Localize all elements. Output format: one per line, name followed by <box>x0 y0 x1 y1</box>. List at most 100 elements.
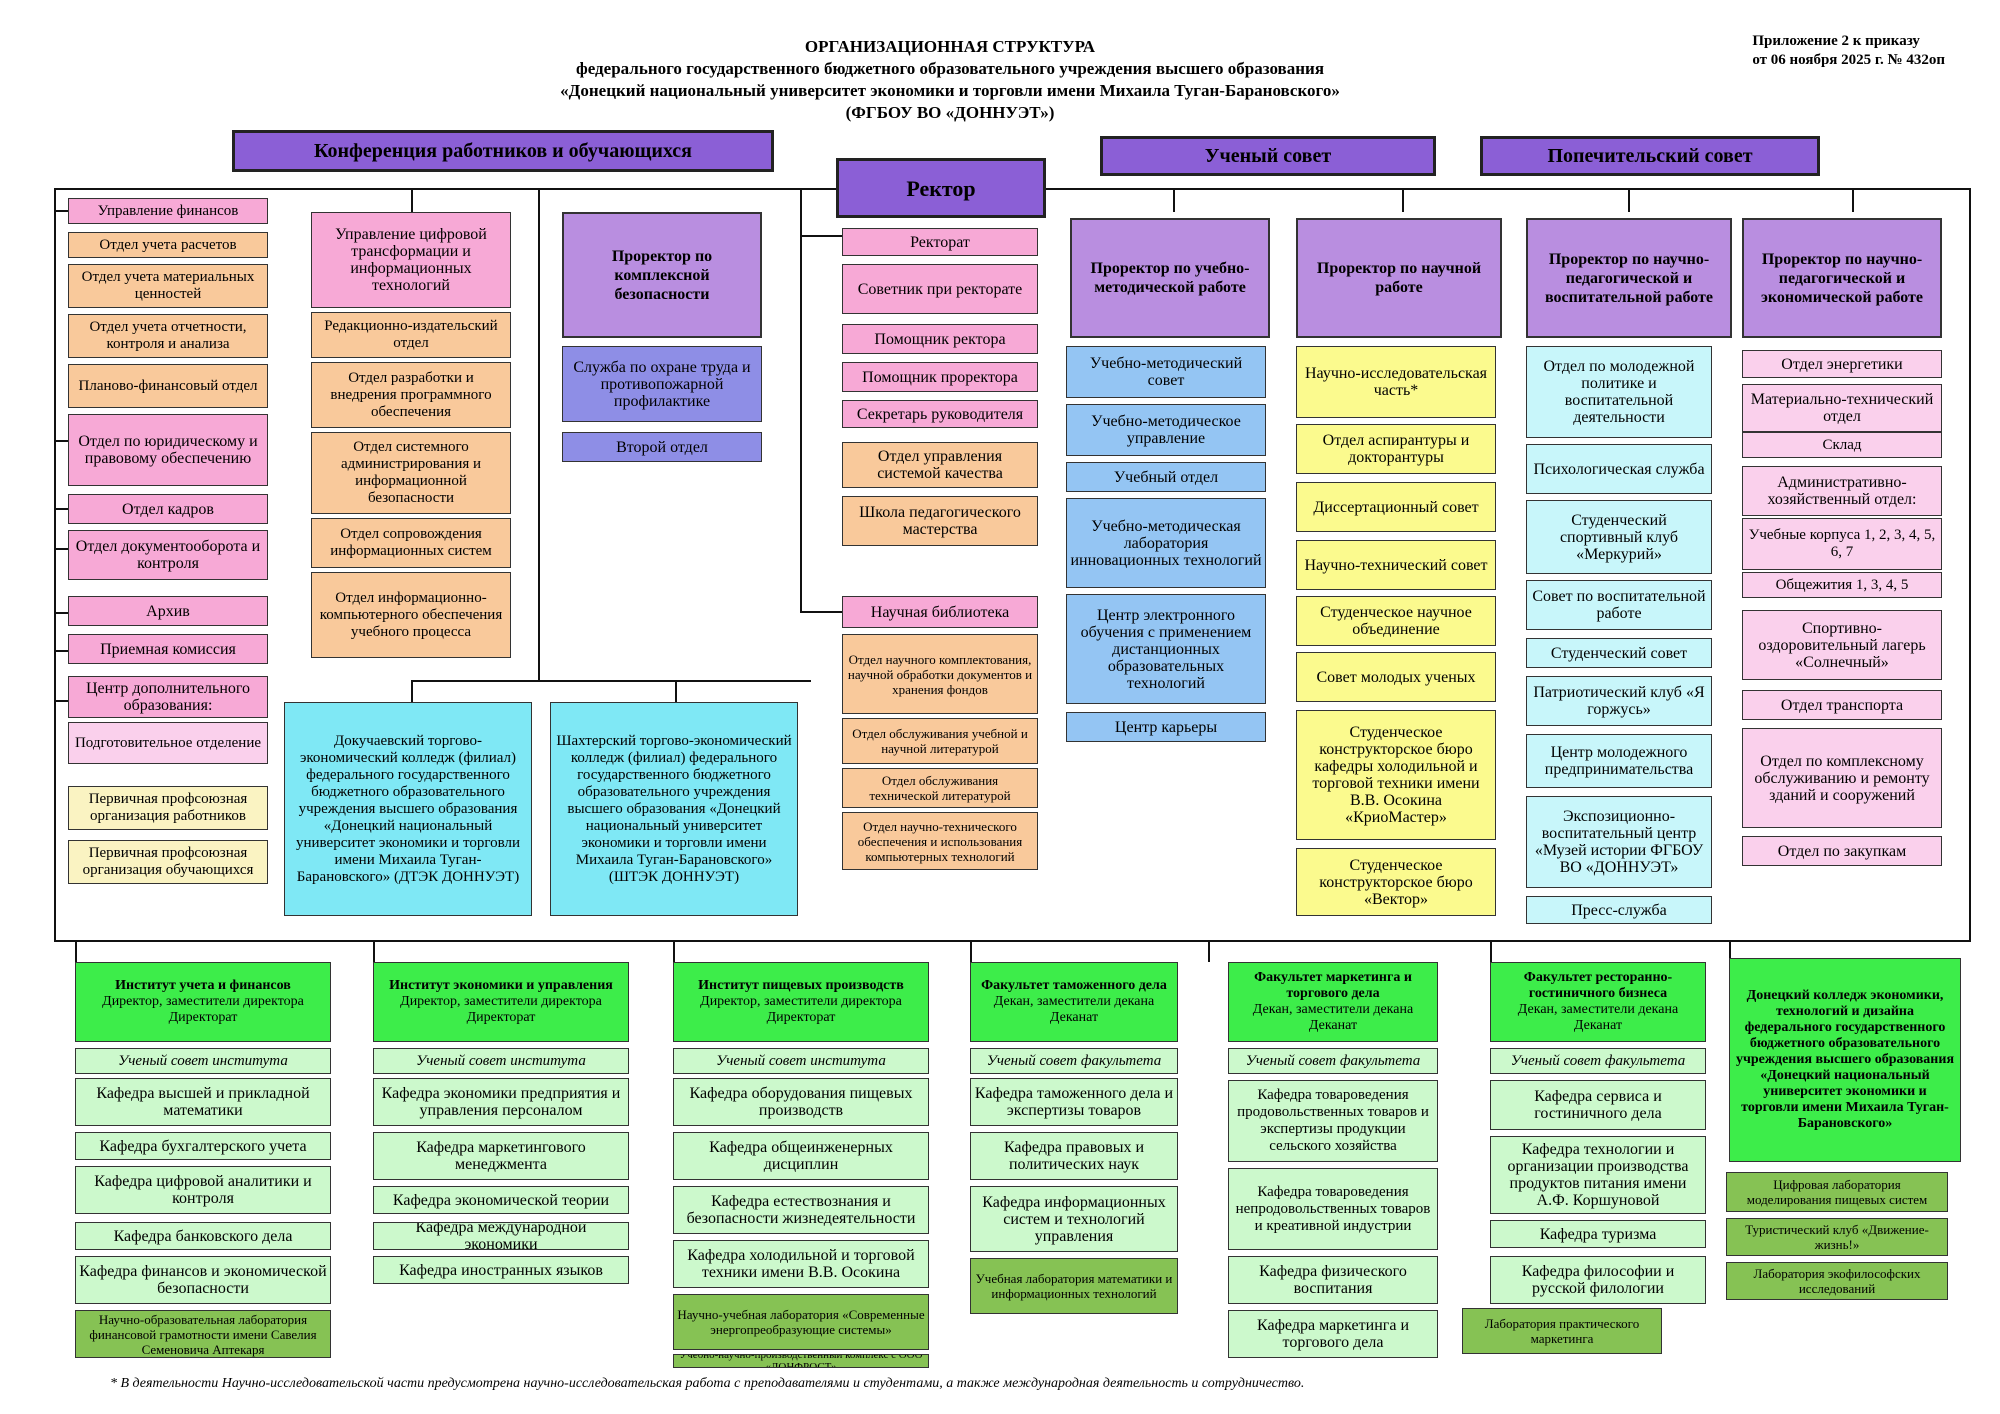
inst4-item: Кафедра таможенного дела и экспертизы то… <box>970 1078 1178 1126</box>
chart-title: ОРГАНИЗАЦИОННАЯ СТРУКТУРА <box>804 37 1096 56</box>
col7-item: Экспозиционно-воспитательный центр «Музе… <box>1526 796 1712 888</box>
inst4-item: Ученый совет факультета <box>970 1048 1178 1074</box>
col1-item: Управление финансов <box>68 198 268 224</box>
col7-item: Проректор по научно-педагогической и вос… <box>1526 218 1732 338</box>
col4-item: Ректорат <box>842 228 1038 256</box>
rector-box: Ректор <box>836 158 1046 218</box>
col6-item: Студенческое научное объединение <box>1296 596 1496 646</box>
inst3-item: Кафедра общеинженерных дисциплин <box>673 1132 929 1180</box>
inst5-item: Кафедра товароведения непродовольственны… <box>1228 1168 1438 1250</box>
inst3-lab: Учебно-научно-производственный комплекс … <box>673 1354 929 1368</box>
col1-item: Отдел по юридическому и правовому обеспе… <box>68 414 268 486</box>
inst1-item: Кафедра бухгалтерского учета <box>75 1132 331 1160</box>
col6-item: Научно-исследовательская часть* <box>1296 346 1496 418</box>
inst2-item: Кафедра экономической теории <box>373 1186 629 1214</box>
col6-item: Диссертационный совет <box>1296 482 1496 532</box>
inst5-lab: Лаборатория практического маркетинга <box>1462 1308 1662 1354</box>
col8-item: Отдел по комплексному обслуживанию и рем… <box>1742 728 1942 828</box>
col1-item: Отдел кадров <box>68 494 268 524</box>
inst5-item: Кафедра физического воспитания <box>1228 1256 1438 1304</box>
inst5-item: Кафедра маркетинга и торгового дела <box>1228 1310 1438 1358</box>
col1-item: Планово-финансовый отдел <box>68 364 268 408</box>
inst6-item: Кафедра туризма <box>1490 1220 1706 1248</box>
col8-item: Спортивно-оздоровительный лагерь «Солнеч… <box>1742 610 1942 680</box>
col8-item: Административно-хозяйственный отдел: <box>1742 466 1942 516</box>
col7-item: Центр молодежного предпринимательства <box>1526 734 1712 788</box>
conference-box: Конференция работников и обучающихся <box>232 130 774 172</box>
inst5-item: Ученый совет факультета <box>1228 1048 1438 1074</box>
col3-item: Проректор по комплексной безопасности <box>562 212 762 338</box>
col6-item: Научно-технический совет <box>1296 540 1496 590</box>
inst1-item: Кафедра высшей и прикладной математики <box>75 1078 331 1126</box>
col1-item: Отдел учета отчетности, контроля и анали… <box>68 314 268 358</box>
order-reference: Приложение 2 к приказу от 06 ноября 2025… <box>1752 32 1945 70</box>
col8-item: Учебные корпуса 1, 2, 3, 4, 5, 6, 7 <box>1742 518 1942 570</box>
col6-item: Студенческое конструкторское бюро «Векто… <box>1296 848 1496 916</box>
inst2-item: Ученый совет института <box>373 1048 629 1074</box>
col2-item: Отдел системного администрирования и инф… <box>311 432 511 514</box>
inst2-item: Кафедра экономики предприятия и управлен… <box>373 1078 629 1126</box>
inst1-item: Кафедра цифровой аналитики и контроля <box>75 1166 331 1214</box>
col2-item: Редакционно-издательский отдел <box>311 312 511 358</box>
inst3-item: Кафедра холодильной и торговой техники и… <box>673 1240 929 1288</box>
chart-subtitle-3: (ФГБОУ ВО «ДОННУЭТ») <box>845 103 1055 122</box>
col1-item: Первичная профсоюзная организация работн… <box>68 786 268 830</box>
col7-item: Патриотический клуб «Я горжусь» <box>1526 676 1712 726</box>
inst4-item: Кафедра информационных систем и технолог… <box>970 1186 1178 1252</box>
col4-item: Школа педагогического мастерства <box>842 496 1038 546</box>
col5-item: Учебно-методический совет <box>1066 346 1266 398</box>
col4-item: Отдел научного комплектования, научной о… <box>842 634 1038 714</box>
col4-item: Помощник ректора <box>842 324 1038 354</box>
col6-item: Проректор по научной работе <box>1296 218 1502 338</box>
inst3-lab: Научно-учебная лаборатория «Современные … <box>673 1294 929 1350</box>
inst1-item: Кафедра банковского дела <box>75 1222 331 1250</box>
col1-item: Подготовительное отделение <box>68 722 268 764</box>
board-box: Попечительский совет <box>1480 136 1820 176</box>
col4-item: Отдел обслуживания учебной и научной лит… <box>842 718 1038 764</box>
inst2-item: Кафедра иностранных языков <box>373 1256 629 1284</box>
inst1-lab: Научно-образовательная лаборатория финан… <box>75 1310 331 1358</box>
col4-item: Помощник проректора <box>842 362 1038 392</box>
academic-council-box: Ученый совет <box>1100 136 1436 176</box>
col1-item: Отдел документооборота и контроля <box>68 530 268 580</box>
inst2-item: Кафедра маркетингового менеджмента <box>373 1132 629 1180</box>
col8-item: Отдел по закупкам <box>1742 836 1942 866</box>
col5-item: Центр электронного обучения с применение… <box>1066 594 1266 704</box>
inst4-lab: Учебная лаборатория математики и информа… <box>970 1258 1178 1314</box>
col2-item: Отдел информационно-компьютерного обеспе… <box>311 572 511 658</box>
col4-item: Научная библиотека <box>842 596 1038 628</box>
col7-item: Совет по воспитательной работе <box>1526 580 1712 630</box>
inst5-item: Кафедра товароведения продовольственных … <box>1228 1080 1438 1162</box>
inst3-item: Кафедра оборудования пищевых производств <box>673 1078 929 1126</box>
col4-item: Отдел обслуживания технической литератур… <box>842 768 1038 808</box>
col8-item: Материально-технический отдел <box>1742 384 1942 432</box>
col6-item: Совет молодых ученых <box>1296 652 1496 702</box>
inst6-lab: Цифровая лаборатория моделирования пищев… <box>1726 1172 1948 1212</box>
col6-item: Отдел аспирантуры и докторантуры <box>1296 424 1496 474</box>
inst1-item: Ученый совет института <box>75 1048 331 1074</box>
col1-item: Отдел учета расчетов <box>68 232 268 258</box>
col5-item: Учебный отдел <box>1066 462 1266 492</box>
inst6-item: Кафедра сервиса и гостиничного дела <box>1490 1080 1706 1130</box>
col5-item: Учебно-методическое управление <box>1066 404 1266 456</box>
col5-item: Учебно-методическая лаборатория инноваци… <box>1066 498 1266 588</box>
col7-item: Пресс-служба <box>1526 896 1712 924</box>
col7-item: Студенческий спортивный клуб «Меркурий» <box>1526 500 1712 574</box>
inst6-item: Кафедра технологии и организации произво… <box>1490 1136 1706 1214</box>
chart-subtitle-2: «Донецкий национальный университет эконо… <box>560 81 1340 100</box>
col1-item: Архив <box>68 596 268 626</box>
inst2-item: Кафедра международной экономики <box>373 1222 629 1250</box>
col8-item: Отдел энергетики <box>1742 350 1942 378</box>
col1-item: Первичная профсоюзная организация обучаю… <box>68 840 268 884</box>
inst6-item: Кафедра философии и русской филологии <box>1490 1256 1706 1304</box>
col8-item: Отдел транспорта <box>1742 690 1942 720</box>
inst1-item: Кафедра финансов и экономической безопас… <box>75 1256 331 1304</box>
col2-item: Отдел сопровождения информационных систе… <box>311 518 511 568</box>
col1-item: Приемная комиссия <box>68 634 268 664</box>
col4-item: Отдел научно-технического обеспечения и … <box>842 812 1038 870</box>
inst3-item: Ученый совет института <box>673 1048 929 1074</box>
